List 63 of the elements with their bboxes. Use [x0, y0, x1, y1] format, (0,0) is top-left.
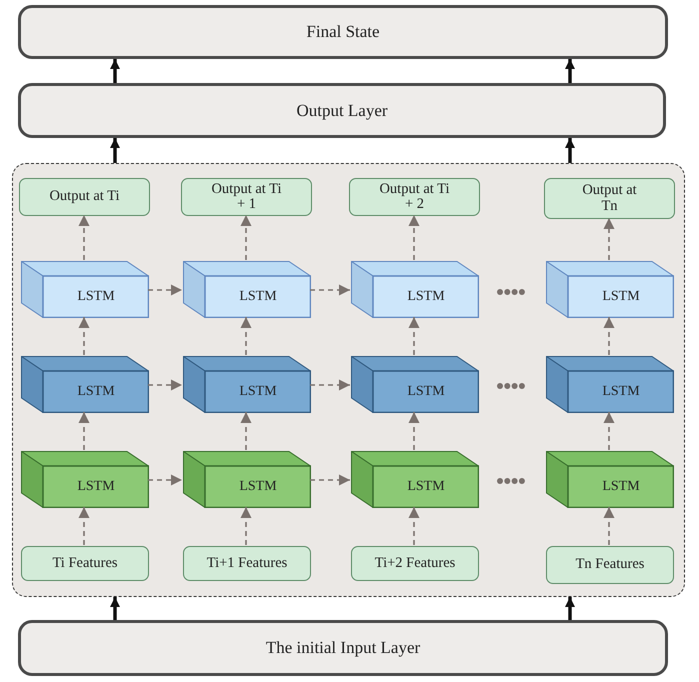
block-label: LSTM: [239, 384, 277, 400]
arrow: [565, 597, 575, 620]
block-label: LSTM: [602, 384, 640, 400]
label-box: [546, 546, 674, 584]
arrow: [408, 412, 420, 450]
box-label: Ti+1 Features: [206, 556, 288, 572]
arrow: [310, 474, 350, 486]
block-label: LSTM: [602, 289, 640, 305]
arrow: [240, 507, 252, 545]
layer-box: [18, 5, 668, 59]
label-box: [181, 178, 312, 216]
label-box: [183, 546, 311, 581]
arrow: [110, 138, 120, 163]
layer-box: [18, 620, 668, 676]
box-label: Output at Ti: [49, 189, 120, 205]
block-label: LSTM: [77, 289, 115, 305]
label-box: [544, 178, 675, 219]
box-label: Output at Tn: [581, 183, 638, 214]
box-label: Ti Features: [52, 556, 118, 572]
box-label: Output at Ti + 2: [378, 182, 451, 212]
label-box: [351, 546, 479, 581]
label-box: [19, 178, 150, 216]
box-label: Output at Ti + 1: [210, 182, 283, 212]
arrow: [78, 317, 90, 355]
arrow: [148, 474, 182, 486]
arrow: [408, 507, 420, 545]
group-container: [12, 163, 685, 597]
label-box: [349, 178, 480, 216]
arrow: [110, 59, 120, 83]
arrow: [604, 317, 614, 355]
label-box: [21, 546, 149, 581]
box-label: Output Layer: [296, 100, 388, 120]
arrow: [240, 317, 252, 355]
arrow: [148, 380, 182, 390]
block-label: LSTM: [77, 384, 115, 400]
arrow: [310, 284, 350, 296]
arrow: [408, 317, 420, 355]
box-label: Tn Features: [576, 557, 644, 573]
box-label: Final State: [306, 22, 380, 42]
arrow: [78, 215, 90, 260]
layer-box: [18, 83, 666, 138]
block-label: LSTM: [239, 479, 277, 495]
arrow: [240, 215, 252, 260]
arrow: [604, 507, 614, 545]
arrow: [148, 284, 182, 296]
arrow: [78, 507, 90, 545]
block-label: LSTM: [239, 289, 277, 305]
box-label: Ti+2 Features: [374, 556, 456, 572]
block-label: LSTM: [407, 479, 445, 495]
arrow: [78, 412, 90, 450]
box-label: The initial Input Layer: [266, 638, 420, 658]
arrow: [604, 218, 614, 260]
block-label: LSTM: [407, 289, 445, 305]
arrow: [110, 597, 120, 620]
arrow: [565, 59, 575, 83]
block-label: LSTM: [407, 384, 445, 400]
arrow: [565, 138, 575, 163]
arrow: [604, 412, 614, 450]
block-label: LSTM: [77, 479, 115, 495]
block-label: LSTM: [602, 479, 640, 495]
arrow: [240, 412, 252, 450]
arrow: [310, 380, 350, 390]
arrow: [408, 215, 420, 260]
